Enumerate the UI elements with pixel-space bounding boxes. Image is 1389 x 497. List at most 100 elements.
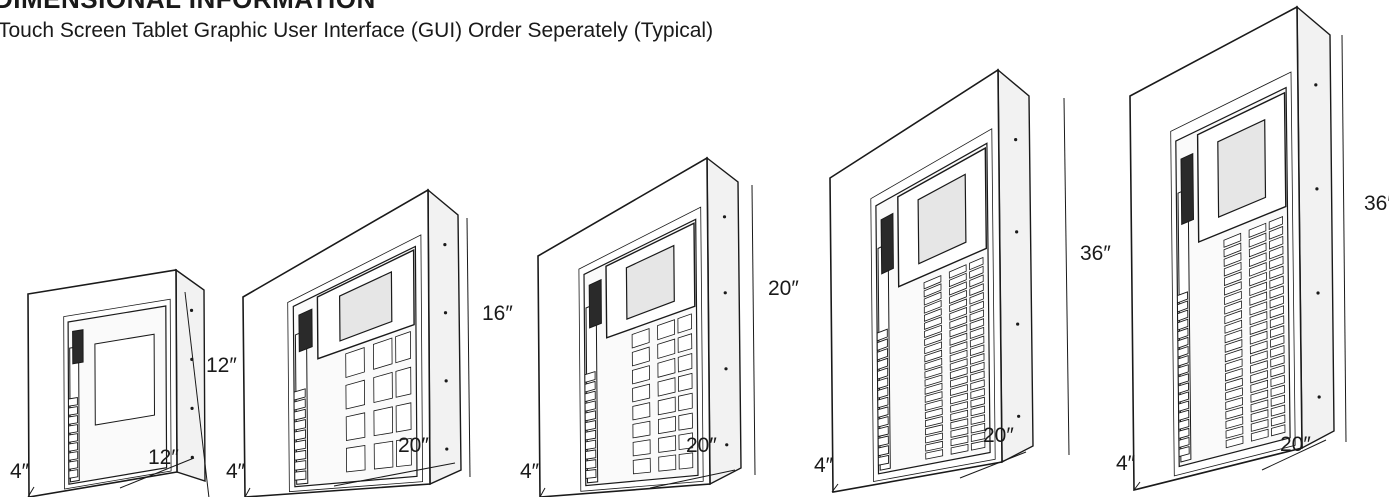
- width-dimension-line: [959, 451, 1027, 479]
- terminal-block: [1177, 382, 1189, 394]
- terminal-block: [293, 408, 306, 421]
- relay: [1249, 301, 1268, 316]
- relay: [924, 357, 943, 371]
- terminal-block: [1177, 373, 1189, 385]
- mounting-hole: [443, 243, 447, 247]
- relay: [924, 333, 942, 347]
- height-label: 20″: [768, 277, 799, 300]
- terminal-block: [68, 469, 79, 479]
- terminal-block: [1178, 427, 1190, 439]
- relay: [658, 454, 677, 472]
- relay: [924, 399, 943, 412]
- height-dimension-line: [1063, 97, 1070, 456]
- terminal-block: [1178, 391, 1190, 403]
- relay: [1268, 216, 1283, 230]
- relay: [373, 440, 394, 470]
- relay: [969, 291, 984, 305]
- relay: [1249, 320, 1268, 335]
- terminal-block: [1177, 336, 1189, 349]
- relay: [1271, 424, 1286, 437]
- relay: [970, 370, 985, 382]
- relay: [949, 332, 968, 346]
- relay: [631, 346, 650, 367]
- height-dimension-line: [184, 291, 210, 497]
- relay: [678, 432, 694, 451]
- relay: [1248, 232, 1267, 248]
- mounting-hole: [443, 311, 448, 315]
- relay: [1248, 252, 1267, 268]
- relay: [1268, 225, 1284, 240]
- relay: [969, 335, 985, 348]
- terminal-block: [876, 347, 888, 361]
- enclosure-bezel: [287, 234, 424, 493]
- mounting-hole: [1315, 187, 1319, 191]
- relay: [969, 283, 984, 297]
- width-dimension-line: [333, 462, 456, 487]
- relay: [1270, 364, 1285, 378]
- relay: [1250, 379, 1268, 394]
- terminal-block: [1178, 418, 1190, 430]
- relay: [657, 415, 676, 435]
- relay: [950, 435, 969, 447]
- terminal-block: [293, 398, 306, 411]
- relay: [949, 315, 968, 330]
- relay: [1270, 404, 1286, 417]
- relay: [1224, 329, 1243, 344]
- terminal-block: [585, 459, 597, 470]
- relay: [1269, 305, 1284, 319]
- relay: [1270, 384, 1285, 398]
- terminal-block: [585, 468, 597, 479]
- relay: [924, 374, 943, 387]
- relay: [949, 306, 967, 321]
- relay: [1223, 261, 1242, 277]
- relay: [1224, 290, 1242, 306]
- terminal-block: [585, 439, 597, 451]
- mounting-hole: [445, 447, 449, 451]
- relay: [925, 449, 944, 460]
- terminal-block: [1176, 291, 1189, 304]
- terminal-block: [1178, 446, 1190, 458]
- power-supply: [880, 212, 894, 275]
- relay: [1270, 354, 1285, 368]
- relay: [345, 445, 366, 473]
- mounting-hole: [725, 443, 729, 447]
- relay: [657, 377, 676, 397]
- dimensions-20x20: 20″20″4″: [520, 184, 799, 497]
- relay: [970, 353, 985, 365]
- power-supply: [72, 329, 84, 365]
- enclosure-36x20-a: [829, 68, 1034, 493]
- relay: [924, 308, 942, 322]
- relay: [969, 265, 984, 279]
- relay: [970, 387, 985, 400]
- relay: [925, 424, 943, 436]
- relay: [631, 365, 650, 385]
- relay: [1223, 232, 1242, 248]
- terminal-block: [293, 419, 306, 431]
- terminal-block: [877, 396, 889, 409]
- relay: [1249, 340, 1268, 355]
- mounting-hole: [1015, 230, 1019, 234]
- relay: [923, 274, 942, 290]
- enclosure-12x12: [27, 268, 206, 497]
- relay: [949, 289, 967, 304]
- relay: [949, 341, 968, 355]
- relay: [1249, 262, 1267, 277]
- relay: [1225, 396, 1244, 411]
- terminal-block: [584, 390, 596, 403]
- relay: [950, 392, 968, 405]
- relay: [1225, 416, 1244, 430]
- relay: [657, 396, 676, 416]
- relay: [969, 300, 984, 314]
- relay: [678, 412, 693, 431]
- relay: [1224, 319, 1243, 334]
- relay: [395, 437, 412, 468]
- relay: [924, 415, 943, 428]
- terminal-block: [1177, 309, 1189, 322]
- relay: [1225, 435, 1244, 449]
- relay: [678, 392, 693, 412]
- terminal-block: [68, 406, 78, 416]
- mounting-hole: [444, 379, 448, 383]
- mounting-hole: [723, 291, 727, 295]
- terminal-block: [294, 460, 307, 471]
- terminal-block: [1177, 318, 1189, 331]
